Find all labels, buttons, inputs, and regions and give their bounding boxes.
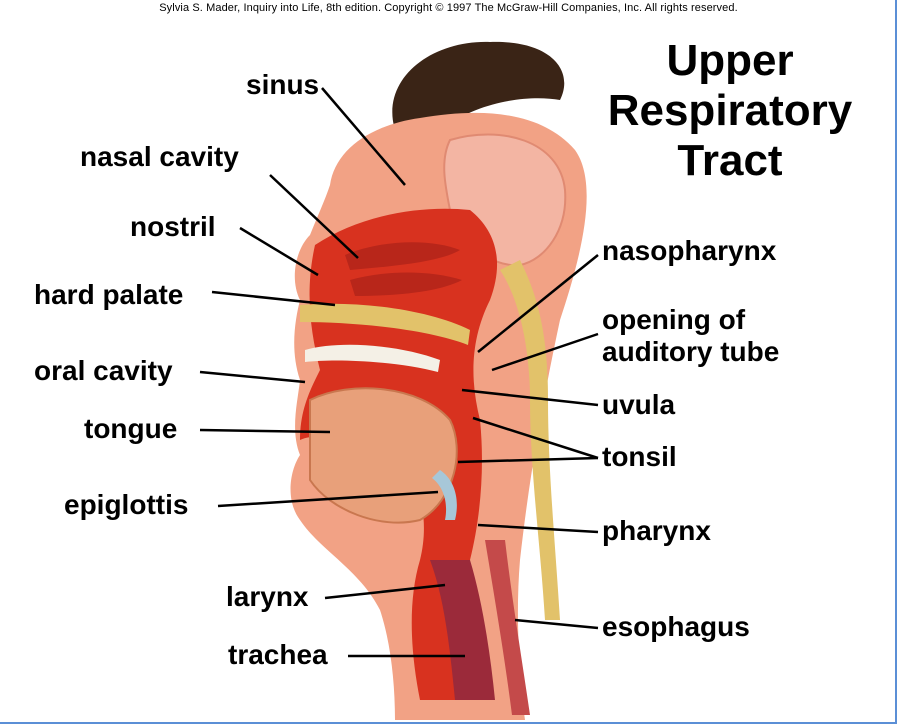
leader-esophagus	[515, 620, 598, 628]
label-trachea: trachea	[228, 640, 328, 670]
label-opening-of-auditory-tube: opening of auditory tube	[602, 304, 779, 368]
label-larynx: larynx	[226, 582, 309, 612]
label-epiglottis: epiglottis	[64, 490, 188, 520]
title-line-1: Upper	[580, 36, 880, 86]
label-esophagus: esophagus	[602, 612, 750, 642]
label-tongue: tongue	[84, 414, 177, 444]
label-nasopharynx: nasopharynx	[602, 236, 776, 266]
label-auditory-tube-line-1: opening of	[602, 304, 779, 336]
leader-oral-cavity	[200, 372, 305, 382]
title-line-3: Tract	[580, 136, 880, 186]
label-pharynx: pharynx	[602, 516, 711, 546]
tongue-shape	[310, 388, 457, 522]
label-nostril: nostril	[130, 212, 216, 242]
label-tonsil: tonsil	[602, 442, 677, 472]
title-line-2: Respiratory	[580, 86, 880, 136]
label-hard-palate: hard palate	[34, 280, 183, 310]
label-auditory-tube-line-2: auditory tube	[602, 336, 779, 368]
label-oral-cavity: oral cavity	[34, 356, 173, 386]
label-nasal-cavity: nasal cavity	[80, 142, 239, 172]
label-sinus: sinus	[246, 70, 319, 100]
label-uvula: uvula	[602, 390, 675, 420]
diagram-title: Upper Respiratory Tract	[580, 36, 880, 186]
